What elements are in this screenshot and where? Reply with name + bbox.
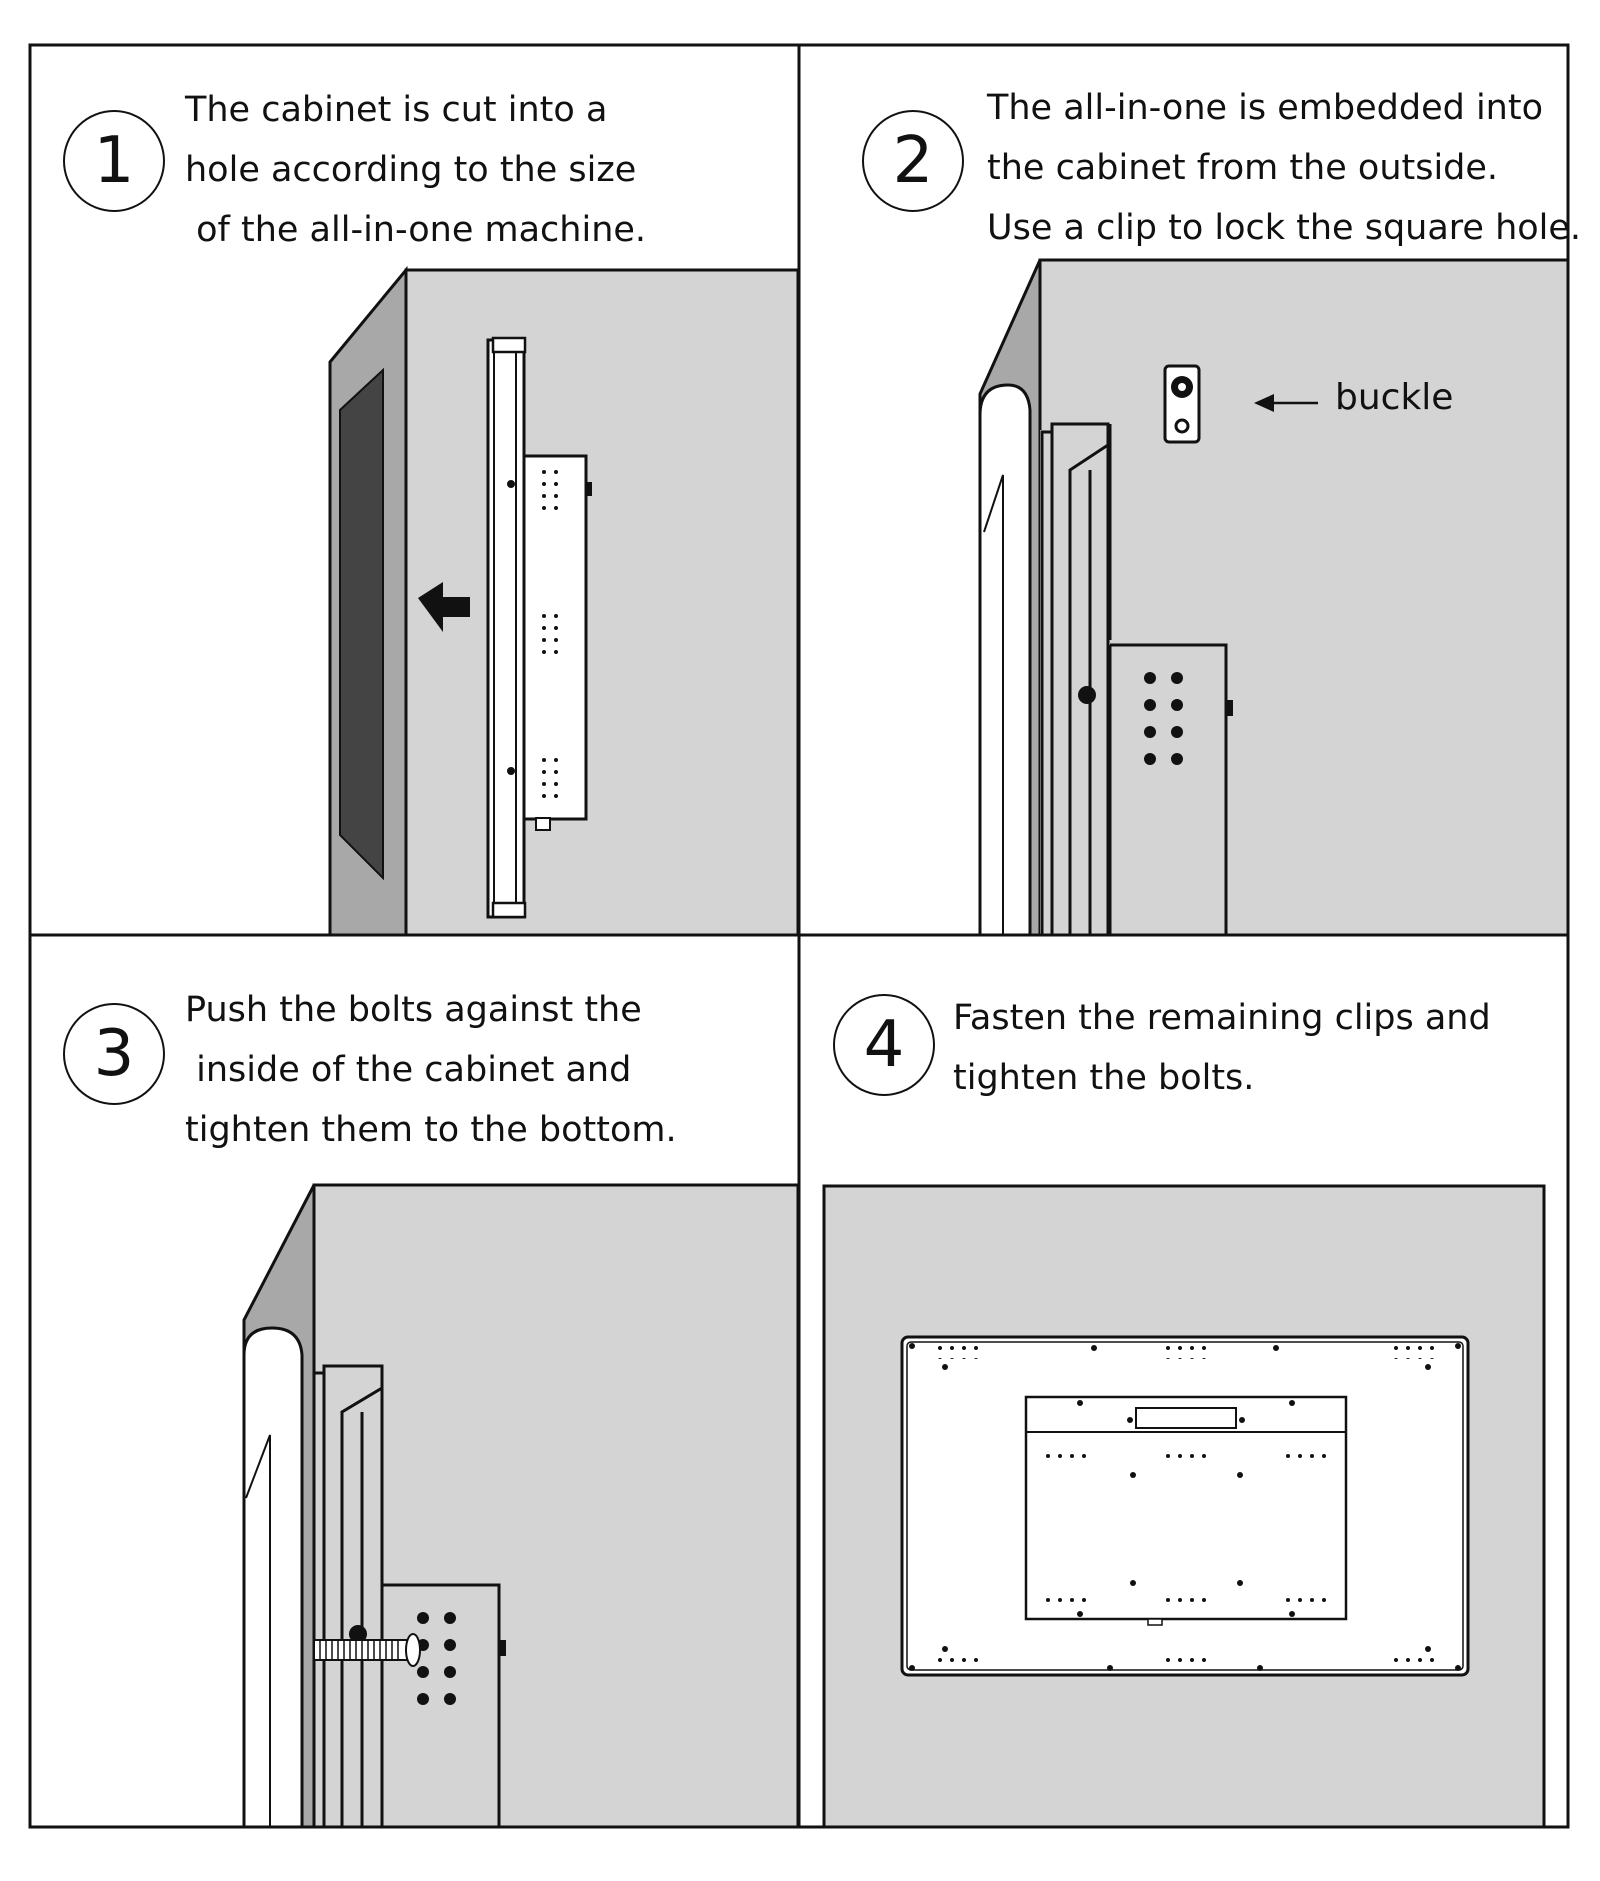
panel-1-illustration [328, 265, 800, 937]
panel-4-illustration [822, 1184, 1546, 1829]
step-1-badge: 1 [63, 110, 165, 212]
step-4-text: Fasten the remaining clips and tighten t… [953, 988, 1491, 1108]
panel-3-illustration [242, 1183, 800, 1829]
step-3-line: Push the bolts against the [185, 990, 642, 1030]
step-1-text: The cabinet is cut into a hole according… [185, 80, 646, 260]
panel-grid [28, 43, 1570, 1829]
step-2-badge: 2 [862, 110, 964, 212]
step-4-badge: 4 [833, 994, 935, 1096]
step-1-line: of the all-in-one machine. [185, 210, 647, 250]
buckle-arrow-icon [1254, 394, 1318, 412]
step-4-line: Fasten the remaining clips and [953, 998, 1491, 1038]
step-2-line: Use a clip to lock the square hole. [987, 208, 1582, 248]
step-3-text: Push the bolts against the inside of the… [185, 980, 677, 1160]
step-1-line: hole according to the size [185, 150, 637, 190]
panel-2-illustration [978, 258, 1570, 937]
step-3-line: inside of the cabinet and [185, 1050, 632, 1090]
bolt-icon [313, 1633, 421, 1667]
buckle-label: buckle [1335, 377, 1454, 418]
step-2-text: The all-in-one is embedded into the cabi… [987, 78, 1581, 258]
step-3-line: tighten them to the bottom. [185, 1110, 677, 1150]
step-3-badge: 3 [63, 1003, 165, 1105]
step-1-line: The cabinet is cut into a [185, 90, 608, 130]
step-4-line: tighten the bolts. [953, 1058, 1255, 1098]
step-2-line: The all-in-one is embedded into [987, 88, 1544, 128]
insert-arrow-icon [418, 582, 470, 632]
buckle-icon [1163, 364, 1201, 444]
step-2-line: the cabinet from the outside. [987, 148, 1499, 188]
